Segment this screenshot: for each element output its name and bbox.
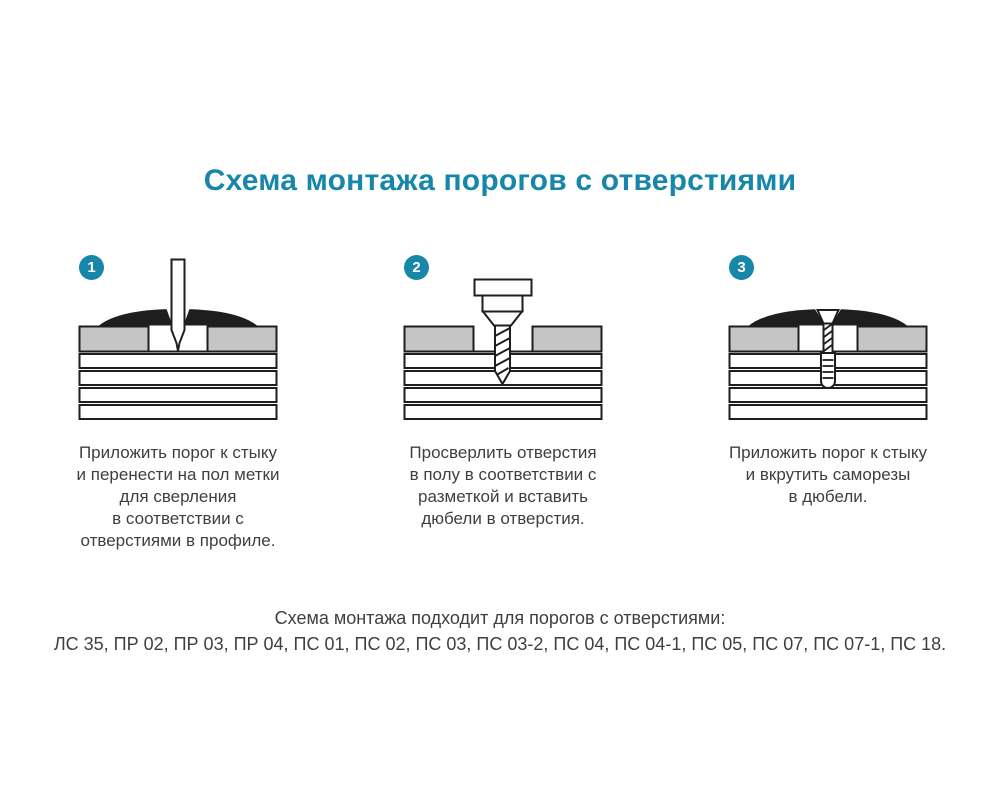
caption-line: в соответствии с <box>112 509 244 528</box>
drill-bit <box>494 324 511 387</box>
step-2: 2 <box>403 243 603 552</box>
footer-line-2: ЛС 35, ПР 02, ПР 03, ПР 04, ПС 01, ПС 02… <box>53 634 947 654</box>
caption-line: Приложить порог к стыку <box>728 443 928 462</box>
step-2-number-badge: 2 <box>404 255 429 280</box>
caption-line: разметкой и вставить <box>418 487 588 506</box>
marking-pencil-icon <box>170 258 186 352</box>
screw-icon <box>815 309 841 354</box>
floor-covering <box>403 325 603 353</box>
caption-line: и вкрутить саморезы <box>745 465 911 484</box>
caption-line: дюбели в отверстия. <box>421 509 585 528</box>
caption-line: в дюбели. <box>788 487 868 506</box>
dowel-icon <box>820 352 836 389</box>
step-3-caption: Приложить порог к стыку и вкрутить самор… <box>696 442 960 508</box>
step-1: 1 <box>77 243 279 552</box>
step-3-illustration-area: 3 <box>728 255 928 435</box>
caption-line: Приложить порог к стыку <box>78 443 278 462</box>
drill-illustration <box>403 278 603 420</box>
floor-layers <box>78 353 278 420</box>
floor-covering <box>78 325 278 353</box>
step-1-caption: Приложить порог к стыку и перенести на п… <box>46 442 310 552</box>
step-1-number-badge: 1 <box>79 255 104 280</box>
marking-pencil-illustration <box>78 258 278 420</box>
caption-line: и перенести на пол метки <box>76 465 280 484</box>
step-1-illustration-area: 1 <box>78 255 278 435</box>
caption-line: Просверлить отверстия <box>409 443 597 462</box>
footer-line-1: Схема монтажа подходит для порогов с отв… <box>274 608 726 628</box>
step-2-caption: Просверлить отверстия в полу в соответст… <box>371 442 635 530</box>
step-2-illustration-area: 2 <box>403 255 603 435</box>
screw-dowel-illustration <box>728 307 928 420</box>
step-3-number-badge: 3 <box>729 255 754 280</box>
caption-line: для сверления <box>119 487 237 506</box>
footer-note: Схема монтажа подходит для порогов с отв… <box>0 605 1000 657</box>
caption-line: в полу в соответствии с <box>409 465 597 484</box>
caption-line: отверстиями в профиле. <box>80 531 276 550</box>
step-3: 3 <box>728 243 928 552</box>
drill-icon <box>473 278 533 387</box>
page-title: Схема монтажа порогов с отверстиями <box>203 164 797 197</box>
steps-row: 1 <box>77 243 1000 552</box>
floor-covering <box>728 325 928 353</box>
